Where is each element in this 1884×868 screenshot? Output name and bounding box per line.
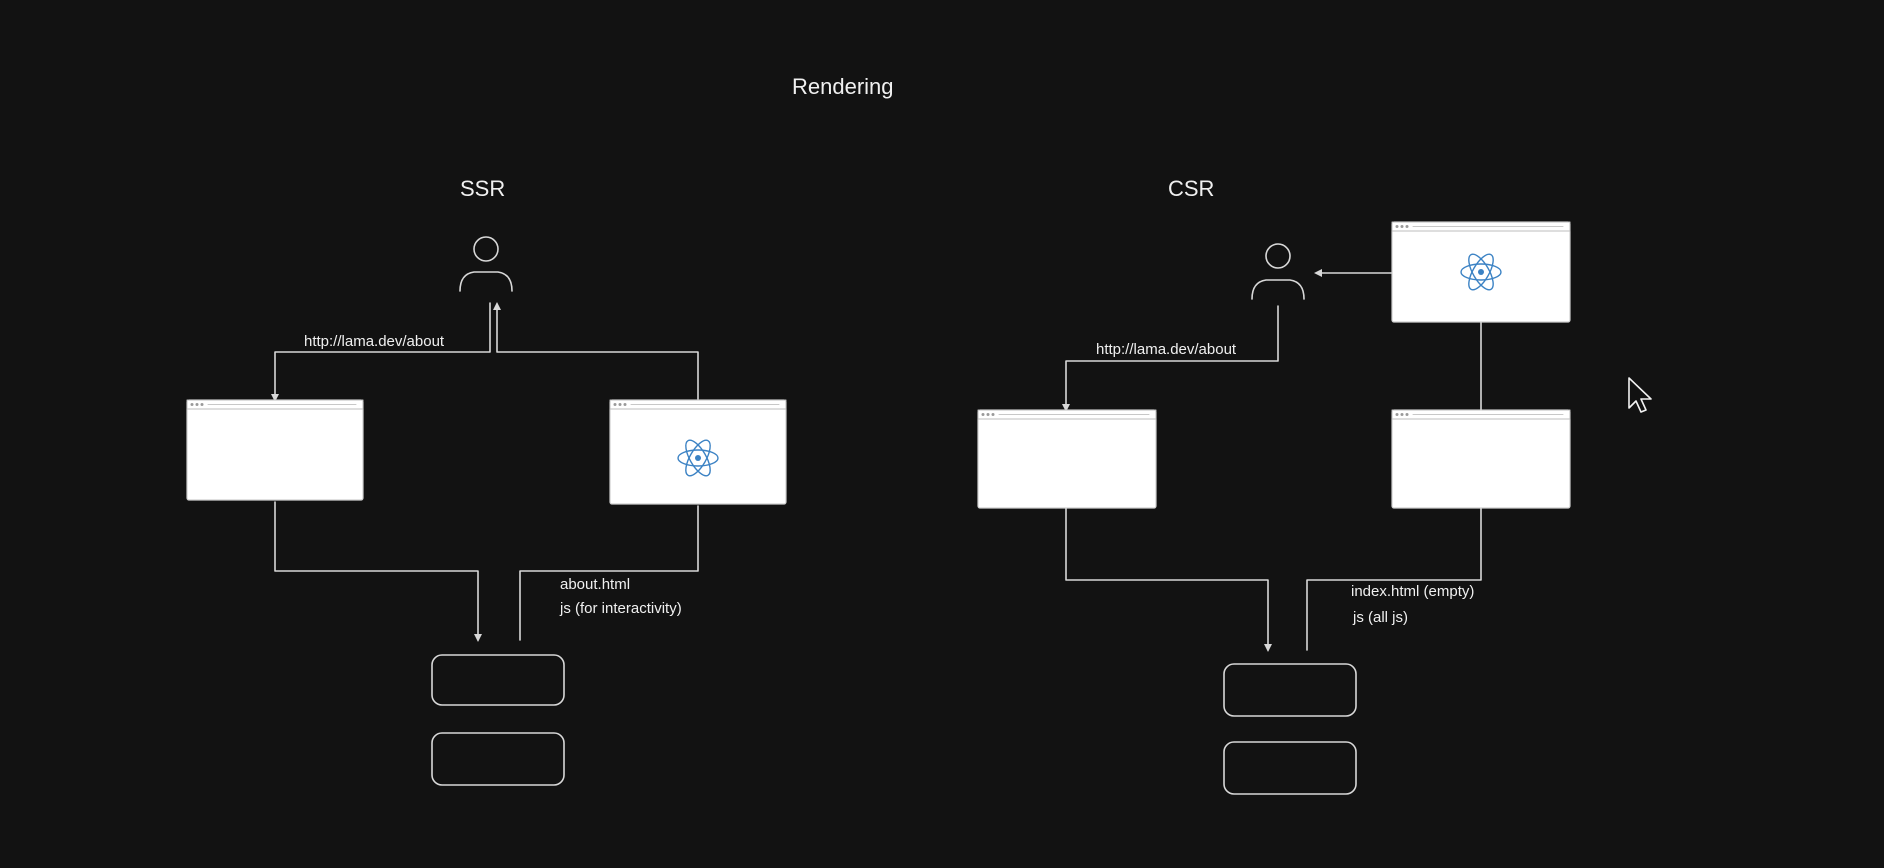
csr-react-logo-icon: [1460, 253, 1502, 291]
page-title: Rendering: [792, 74, 894, 99]
csr-request-label: http://lama.dev/about: [1096, 341, 1237, 358]
ssr-response-line-1: about.html: [560, 576, 631, 593]
ssr-user-icon: [459, 236, 513, 292]
csr-browser-window-empty-right: [1391, 409, 1571, 509]
csr-browser-to-server-arrow: [1065, 507, 1272, 652]
csr-response-line-1: index.html (empty): [1351, 583, 1475, 600]
csr-user-icon: [1251, 243, 1305, 300]
ssr-request-arrow: [271, 302, 491, 402]
ssr-server-to-browser-arrow: [519, 505, 699, 641]
csr-request-arrow: [1062, 305, 1279, 412]
ssr-response-line-2: js (for interactivity): [560, 600, 682, 617]
ssr-request-label: http://lama.dev/about: [304, 333, 445, 350]
ssr-browser-window-rendered: [609, 399, 787, 505]
csr-rendered-arrow: [1314, 269, 1393, 277]
csr-heading: CSR: [1168, 176, 1215, 201]
csr-server-to-browser-arrow: [1306, 507, 1482, 651]
csr-browser-window-empty: [977, 409, 1157, 509]
ssr-heading: SSR: [460, 176, 506, 201]
ssr-browser-to-server-arrow: [274, 501, 482, 642]
csr-browser-window-rendered: [1391, 221, 1571, 323]
mouse-pointer-icon: [1628, 377, 1652, 413]
csr-server-icon: [1223, 663, 1357, 795]
ssr-server-icon: [431, 654, 565, 786]
ssr-rendered-arrow: [493, 302, 699, 401]
ssr-browser-window-empty: [186, 399, 364, 501]
ssr-react-logo-icon: [677, 439, 719, 477]
csr-response-line-2: js (all js): [1353, 609, 1408, 626]
